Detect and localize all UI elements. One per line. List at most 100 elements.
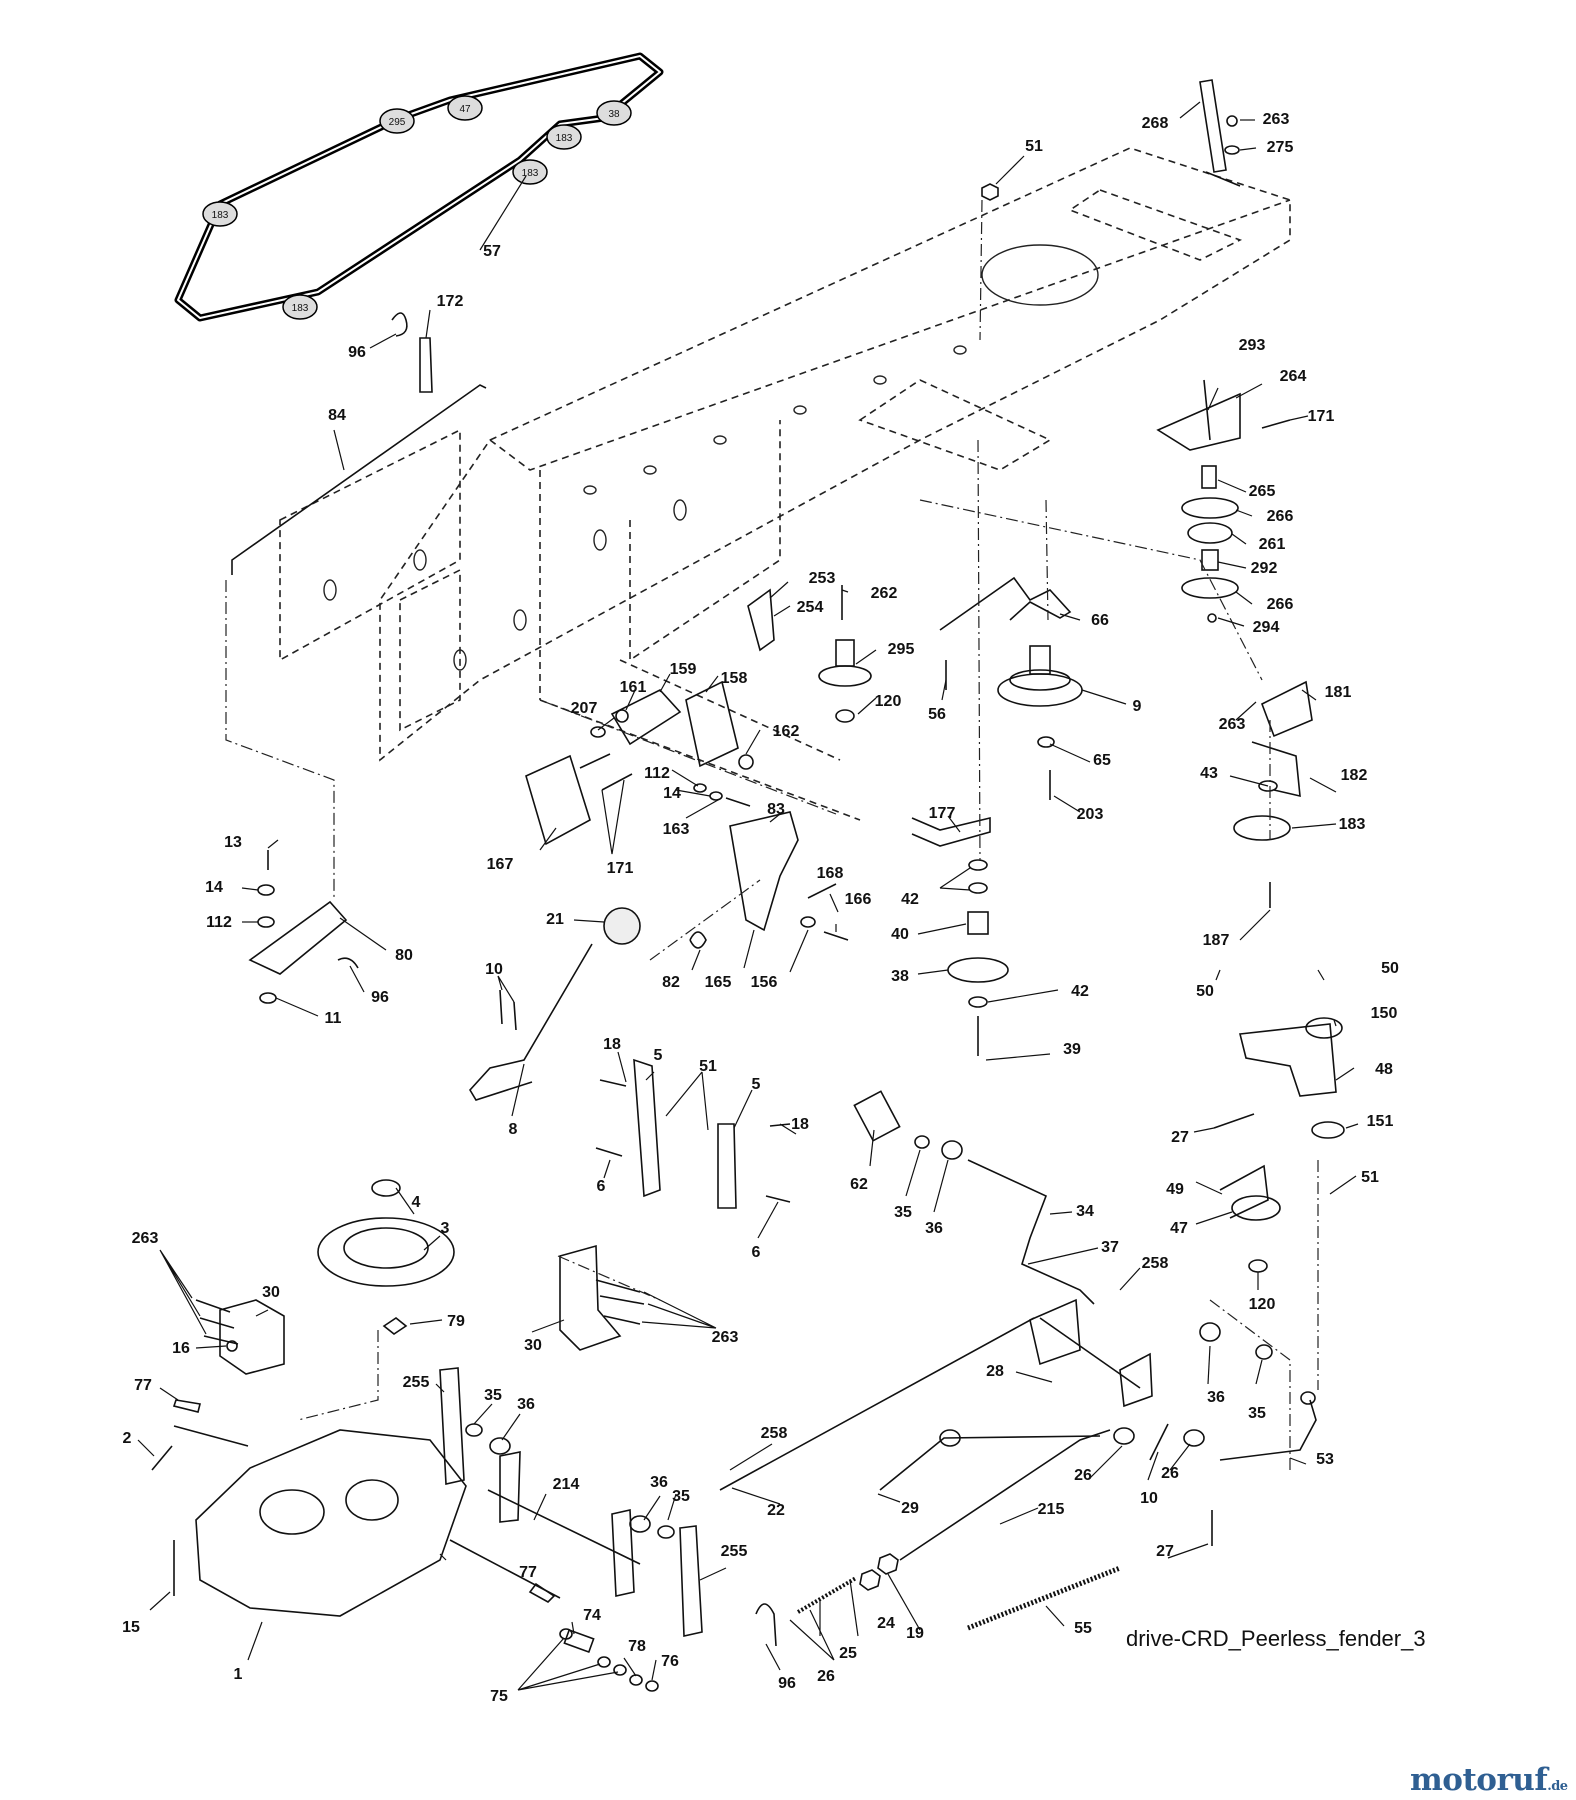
callout-35c: 35: [1248, 1405, 1266, 1422]
callout-19: 19: [906, 1625, 924, 1642]
callout-80: 80: [395, 947, 413, 964]
callout-203: 203: [1077, 806, 1104, 823]
bracket-5b: [717, 1123, 737, 1209]
callout-6b: 6: [752, 1244, 761, 1261]
callout-293: 293: [1239, 337, 1266, 354]
rod-53: [1219, 1399, 1317, 1461]
washer-14l: [257, 884, 275, 896]
callout-268: 268: [1142, 115, 1169, 132]
leader-lines: [137, 101, 1359, 1691]
callout-265: 265: [1249, 483, 1276, 500]
washer-35t: [657, 1525, 675, 1539]
callout-37: 37: [1101, 1239, 1119, 1256]
frame-holes: [323, 244, 1099, 671]
callout-16: 16: [172, 1340, 190, 1357]
callout-15: 15: [122, 1619, 140, 1636]
callout-40: 40: [891, 926, 909, 943]
bracket-83: [729, 811, 799, 932]
pulley-47: [1231, 1195, 1281, 1221]
callout-295: 295: [888, 641, 915, 658]
callout-48: 48: [1375, 1061, 1393, 1078]
callout-158: 158: [721, 670, 748, 687]
callout-292: 292: [1251, 560, 1278, 577]
callout-13: 13: [224, 834, 242, 851]
bolt-6b: [765, 1195, 791, 1203]
bracket-258: [1029, 1298, 1081, 1366]
callout-50: 50: [1196, 983, 1214, 1000]
bracket-255b: [679, 1525, 703, 1637]
bracket-48: [1239, 1023, 1337, 1097]
tractor-frame: [279, 147, 1291, 821]
callout-22: 22: [767, 1502, 785, 1519]
washer-26b: [1183, 1429, 1205, 1447]
nut-294: [1207, 613, 1217, 623]
callout-51c: 51: [699, 1058, 717, 1075]
bolt-6a: [595, 1147, 623, 1157]
callout-172: 172: [437, 293, 464, 310]
callout-9: 9: [1133, 698, 1142, 715]
callout-6: 6: [597, 1178, 606, 1195]
bracket-268: [1199, 79, 1241, 187]
pulley-label: 183: [212, 210, 229, 221]
washer-35s: [465, 1423, 483, 1437]
washer-11: [259, 992, 277, 1004]
callout-21: 21: [546, 911, 564, 928]
callout-96b: 96: [371, 989, 389, 1006]
washer-112l: [257, 916, 275, 928]
washer-156: [800, 916, 816, 928]
callout-50b: 50: [1381, 960, 1399, 977]
callout-38: 38: [891, 968, 909, 985]
callout-labels: 268 263 275 51 57 172 96 84 293 264 171 …: [122, 111, 1399, 1705]
pin-96b: [755, 1603, 777, 1647]
bolt-171: [1261, 419, 1291, 429]
callout-294: 294: [1253, 619, 1280, 636]
belt-pulley: 47: [447, 95, 483, 121]
callout-258: 258: [1142, 1255, 1169, 1272]
callout-263c: 263: [132, 1230, 159, 1247]
arm-159: [610, 689, 682, 746]
bolt-18b: [769, 1123, 791, 1127]
pulley-295: [818, 665, 872, 687]
spring-55: [967, 1565, 1121, 1631]
callout-263: 263: [1263, 111, 1290, 128]
nut-51-top: [981, 183, 999, 201]
guide-lines: [225, 199, 1319, 1470]
washer-42b: [968, 882, 988, 894]
callout-30b: 30: [524, 1337, 542, 1354]
cable-29: [879, 1435, 1101, 1491]
washer-76: [645, 1680, 659, 1692]
bolt-163: [725, 797, 751, 807]
callout-75: 75: [490, 1688, 508, 1705]
bracket-5a: [633, 1058, 661, 1198]
callout-11: 11: [325, 1010, 342, 1027]
washer-43: [1258, 780, 1278, 792]
shaft-34: [967, 1159, 1095, 1305]
belt-pulleys: 183 295 47 38 183 183 183: [202, 95, 632, 320]
bushing-151: [1311, 1121, 1345, 1139]
pulley-38: [947, 957, 1009, 983]
bracket-30l: [219, 1299, 285, 1375]
belt-pulley: 183: [512, 159, 548, 185]
callout-151: 151: [1367, 1113, 1394, 1130]
knob-21: [603, 907, 641, 945]
bracket-264: [1156, 379, 1241, 451]
nut-19: [877, 1553, 899, 1575]
bolts-263l: [195, 1299, 239, 1345]
bushing-74: [563, 1628, 595, 1654]
callout-253: 253: [809, 570, 836, 587]
callout-215: 215: [1038, 1501, 1065, 1518]
callout-74: 74: [583, 1607, 601, 1624]
callout-162: 162: [773, 723, 800, 740]
callout-255b: 255: [721, 1543, 748, 1560]
washer-26a: [1113, 1427, 1135, 1445]
callout-82: 82: [662, 974, 680, 991]
axle-shaft: [173, 1425, 561, 1599]
rod-28: [1039, 1317, 1141, 1389]
callout-266: 266: [1267, 508, 1294, 525]
pulley-label: 47: [459, 104, 471, 115]
bracket-214: [499, 1451, 635, 1597]
callout-214: 214: [553, 1476, 580, 1493]
spring-2: [151, 1445, 173, 1471]
bushing-62: [853, 1090, 901, 1142]
